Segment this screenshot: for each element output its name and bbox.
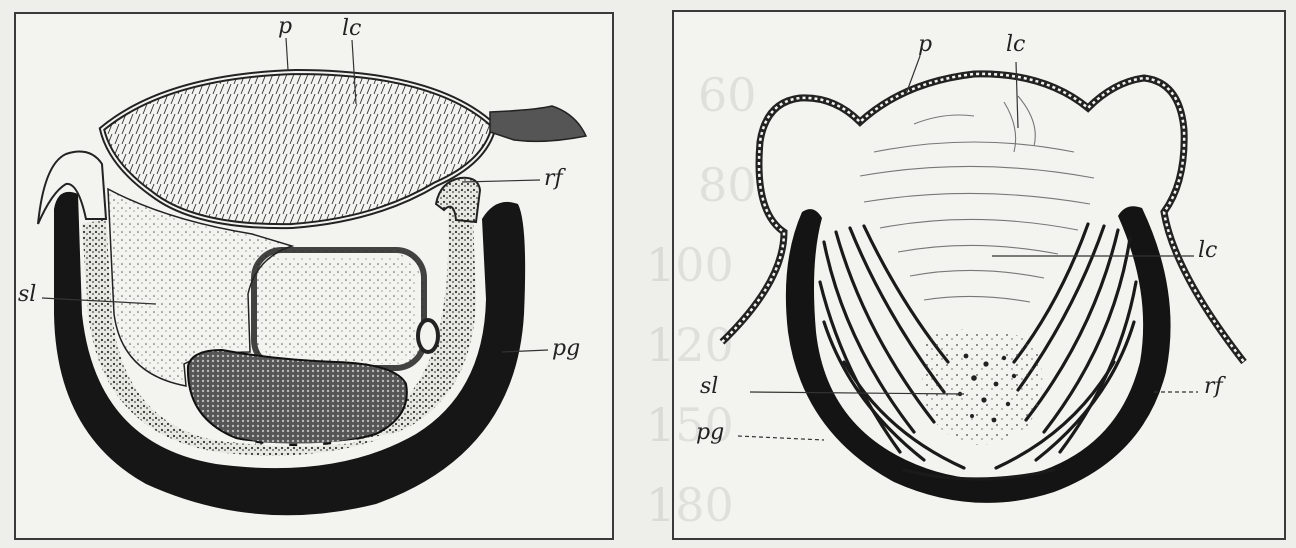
right-eye-diagram — [674, 12, 1284, 538]
inner-chamber — [254, 250, 424, 368]
label-pg: pg — [696, 422, 724, 444]
vitreous-sl — [922, 329, 1042, 445]
flap-right — [436, 178, 480, 222]
lens-stalk — [490, 106, 586, 141]
label-sl: sl — [18, 284, 36, 306]
left-eye-diagram — [16, 14, 612, 538]
label-lc-side: lc — [1198, 240, 1217, 262]
leader-lc-top — [1016, 62, 1018, 128]
label-lc: lc — [342, 18, 361, 40]
small-oval — [418, 320, 438, 352]
label-rf: rf — [544, 168, 563, 190]
right-figure-panel: 60 80 100 120 150 180 — [672, 10, 1286, 540]
leader-p — [286, 38, 288, 70]
label-pg: pg — [552, 338, 580, 360]
label-p: p — [918, 34, 932, 56]
leader-pg — [738, 436, 824, 440]
label-lc-top: lc — [1006, 34, 1025, 56]
left-figure-panel: p lc rf sl pg — [14, 12, 614, 540]
label-rf: rf — [1204, 376, 1223, 398]
label-p: p — [278, 16, 292, 38]
label-sl: sl — [700, 376, 718, 398]
lens-lines — [860, 96, 1094, 302]
